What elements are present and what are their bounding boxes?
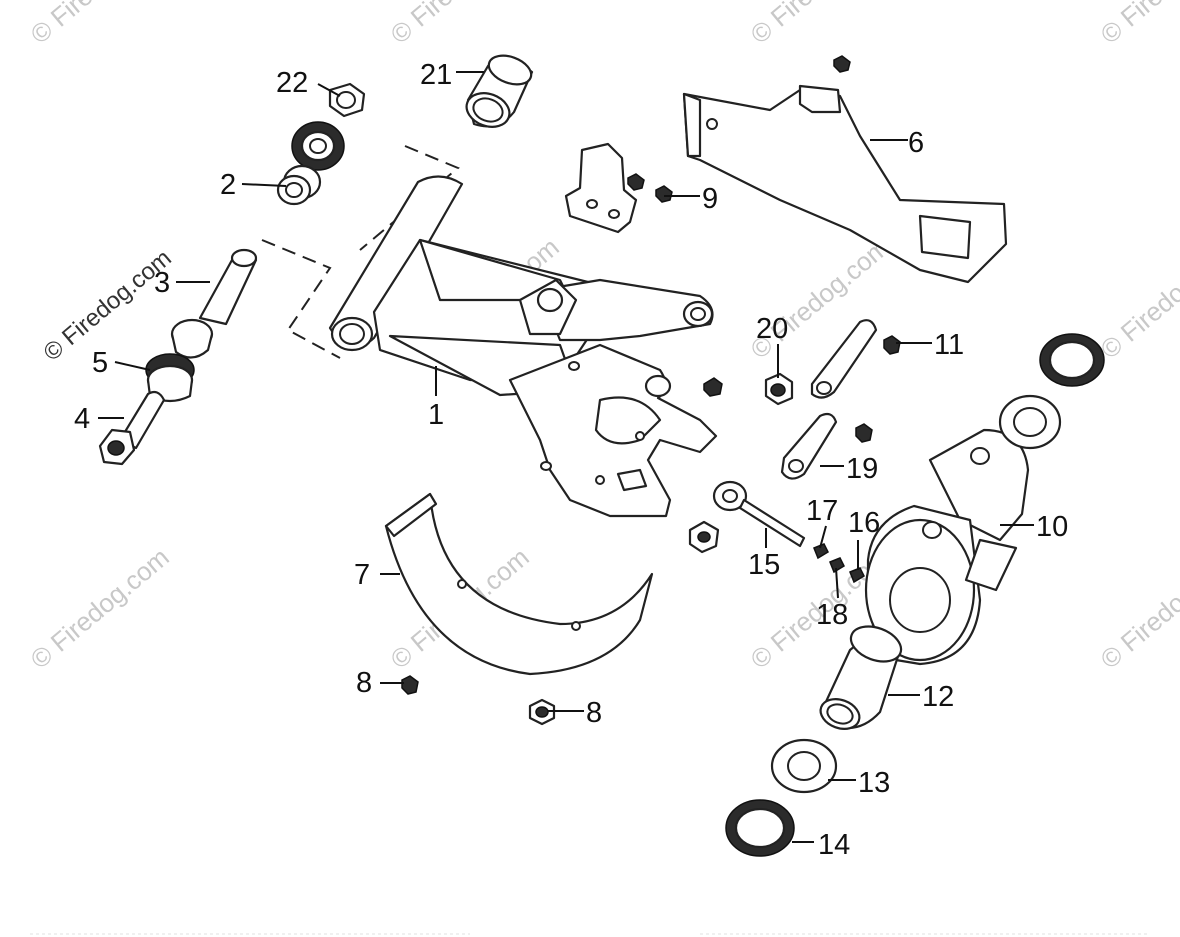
part-14-seal — [725, 799, 795, 857]
callout-4: 4 — [74, 403, 90, 435]
callout-14: 14 — [818, 829, 850, 861]
callout-2: 2 — [220, 169, 236, 201]
part-7-mud-guard — [384, 492, 654, 676]
watermark: © Firedog.com — [1095, 542, 1180, 675]
part-19-link — [780, 412, 873, 480]
callout-22: 22 — [276, 67, 308, 99]
callout-8-left: 8 — [356, 667, 372, 699]
callout-19: 19 — [846, 453, 878, 485]
watermark: © Firedog.com — [25, 0, 175, 50]
callout-11: 11 — [934, 329, 964, 361]
nut-small — [703, 377, 723, 397]
part-22-nut — [328, 82, 366, 118]
part-8-nut — [401, 675, 419, 695]
part-4-bolt — [98, 390, 166, 466]
callout-7: 7 — [354, 559, 370, 591]
part-10-hub-housing — [864, 428, 1030, 666]
part-8-nut — [528, 698, 556, 726]
parts-16-17-18-pins — [813, 543, 865, 584]
leader-lines — [98, 71, 1034, 843]
part-1-swingarm — [328, 175, 718, 518]
part-6-chain-cover — [682, 55, 1008, 284]
part-5-spacer — [145, 353, 195, 403]
callout-8-right: 8 — [586, 697, 602, 729]
watermark: © Firedog.com — [745, 0, 895, 50]
watermark: © Firedog.com — [1095, 232, 1180, 365]
part-3-axle — [170, 248, 258, 359]
part-9-bracket-clip — [564, 142, 673, 234]
callout-3: 3 — [154, 267, 170, 299]
part-13-bearing — [770, 738, 838, 794]
callout-12: 12 — [922, 681, 954, 713]
part-20-bolt — [764, 372, 794, 406]
callout-6: 6 — [908, 127, 924, 159]
part-15-adjuster-rod — [688, 480, 806, 554]
callout-10: 10 — [1036, 511, 1068, 543]
watermark: © Firedog.com — [25, 542, 175, 675]
oil-seal — [1039, 333, 1105, 387]
callout-21: 21 — [420, 59, 452, 91]
callout-16: 16 — [848, 507, 880, 539]
callout-20: 20 — [756, 313, 788, 345]
part-12-axle-sleeve — [819, 625, 903, 730]
callout-17: 17 — [806, 495, 838, 527]
callout-15: 15 — [748, 549, 780, 581]
part-2-collar — [276, 164, 322, 206]
callout-18: 18 — [816, 599, 848, 631]
callout-labels: 22 2 3 5 4 1 6 21 9 7 8 8 10 11 12 13 14… — [74, 59, 1068, 861]
bearing — [291, 121, 345, 171]
callout-9: 9 — [702, 183, 718, 215]
callout-5: 5 — [92, 347, 108, 379]
bearing-race — [998, 394, 1062, 450]
callout-13: 13 — [858, 767, 890, 799]
watermark: © Firedog.com — [385, 0, 535, 50]
callout-1: 1 — [428, 399, 444, 431]
watermark: © Firedog.com — [1095, 0, 1180, 50]
part-11-link-arm — [810, 319, 901, 399]
part-21-sleeve — [465, 54, 534, 128]
